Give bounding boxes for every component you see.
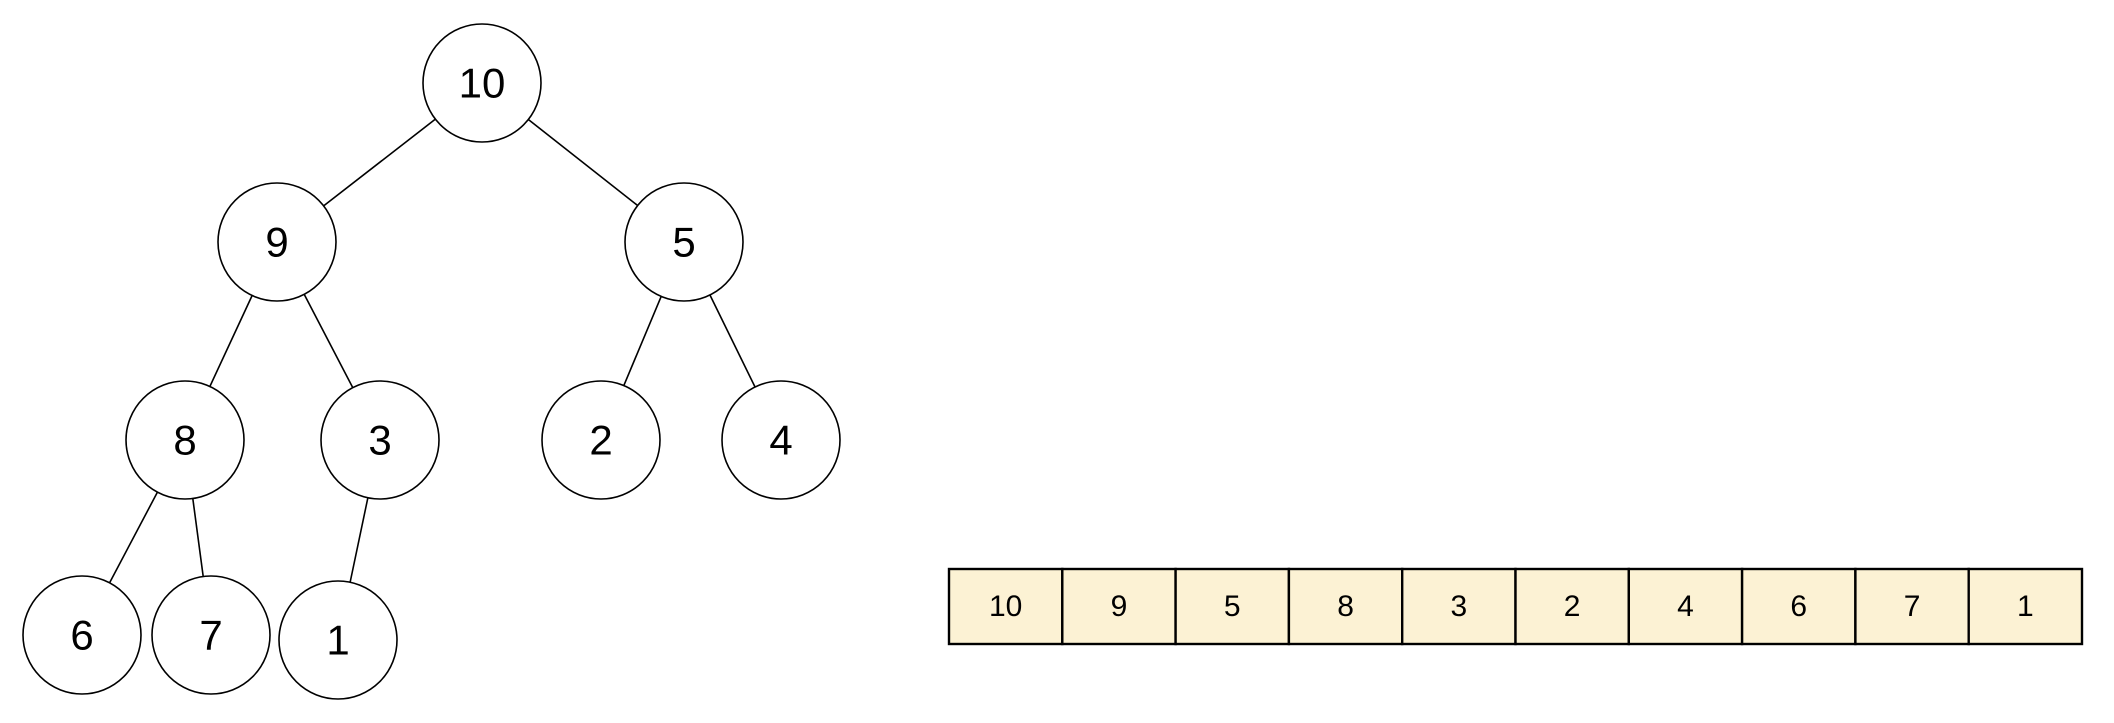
tree-node-label: 9: [265, 219, 288, 266]
tree-node-label: 3: [368, 417, 391, 464]
heap-array: 10 9 5 8 3 2 4 6 7 1: [947, 567, 2084, 646]
tree-node: 3: [320, 380, 440, 500]
array-cell-label: 8: [1337, 590, 1354, 623]
tree-edge: [323, 118, 436, 207]
tree-node-label: 6: [70, 612, 93, 659]
tree-node: 4: [721, 380, 841, 500]
tree-edges: [108, 118, 756, 584]
array-cell: 4: [1627, 567, 1744, 646]
tree-node: 10: [422, 23, 542, 143]
tree-node-circle: [125, 380, 245, 500]
tree-node-circle: [624, 182, 744, 302]
tree-edge: [108, 491, 159, 584]
tree-node-circle: [320, 380, 440, 500]
tree-node: 6: [22, 575, 142, 695]
array-cell-label: 5: [1224, 590, 1241, 623]
tree-node-label: 4: [769, 417, 792, 464]
array-cell: 6: [1740, 567, 1857, 646]
array-cell-label: 7: [1904, 590, 1921, 623]
tree-node-circle: [151, 575, 271, 695]
array-cell-label: 4: [1677, 590, 1694, 623]
array-cell-box: [1400, 567, 1517, 646]
array-cell-box: [1174, 567, 1291, 646]
tree-node: 7: [151, 575, 271, 695]
tree-edge: [349, 497, 369, 583]
array-cell: 1: [1967, 567, 2084, 646]
array-cell-label: 3: [1451, 590, 1468, 623]
array-cell: 10: [947, 567, 1064, 646]
array-cell: 9: [1061, 567, 1177, 646]
tree-edge: [709, 294, 756, 388]
tree-node: 2: [541, 380, 661, 500]
tree-node-label: 8: [173, 417, 196, 464]
tree-node: 8: [125, 380, 245, 500]
tree-edge: [209, 295, 253, 387]
array-cell-box: [1967, 567, 2084, 646]
tree-node-circle: [422, 23, 542, 143]
tree-node-label: 1: [326, 617, 349, 664]
array-cell-box: [1627, 567, 1744, 646]
tree-nodes: 10 9 5 8 3 2 4 6 7 1: [22, 23, 841, 700]
array-cell-box: [1854, 567, 1970, 646]
array-cell-label: 6: [1790, 590, 1807, 623]
tree-node: 5: [624, 182, 744, 302]
tree-node-label: 5: [672, 219, 695, 266]
array-cell: 3: [1400, 567, 1517, 646]
array-cell: 7: [1854, 567, 1970, 646]
tree-node: 9: [217, 182, 337, 302]
tree-edge: [303, 293, 354, 389]
tree-node-circle: [721, 380, 841, 500]
tree-node-label: 10: [459, 60, 506, 107]
tree-node-circle: [541, 380, 661, 500]
tree-node-circle: [278, 580, 398, 700]
array-cell-box: [1287, 567, 1404, 646]
tree-edge: [192, 498, 204, 577]
array-cell-label: 10: [989, 590, 1022, 623]
tree-edge: [623, 296, 662, 386]
array-cell-label: 2: [1564, 590, 1581, 623]
array-cell-label: 1: [2017, 590, 2034, 623]
array-cell-box: [1740, 567, 1857, 646]
tree-node-label: 2: [589, 417, 612, 464]
tree-node: 1: [278, 580, 398, 700]
tree-node-circle: [217, 182, 337, 302]
array-cell-box: [947, 567, 1064, 646]
array-cell: 5: [1174, 567, 1291, 646]
array-cell: 8: [1287, 567, 1404, 646]
tree-edge: [527, 118, 639, 207]
array-cell-label: 9: [1111, 590, 1128, 623]
array-cell: 2: [1514, 567, 1631, 646]
tree-node-label: 7: [199, 612, 222, 659]
tree-node-circle: [22, 575, 142, 695]
